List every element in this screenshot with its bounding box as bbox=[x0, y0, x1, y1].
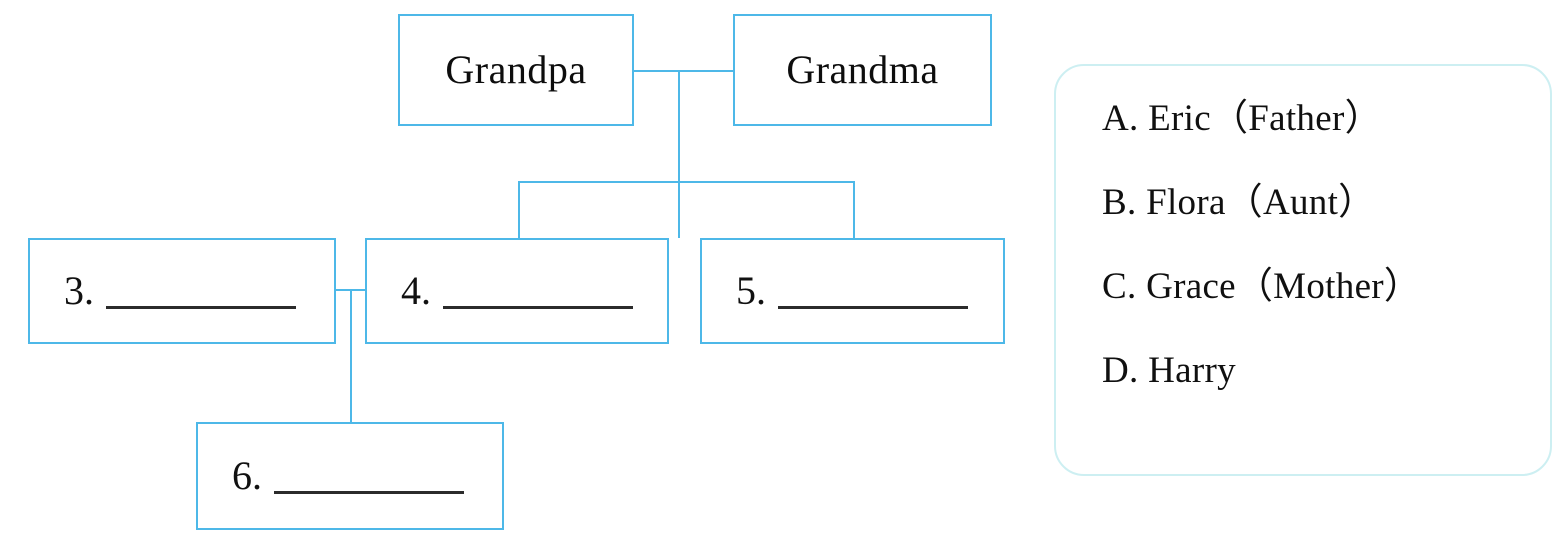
option-item-d[interactable]: D. Harry bbox=[1102, 350, 1236, 391]
answer-options-panel: A. Eric（Father） B. Flora（Aunt） C. Grace（… bbox=[1054, 64, 1552, 476]
node-grandma-label: Grandma bbox=[786, 47, 939, 92]
node-grandpa-label: Grandpa bbox=[445, 47, 587, 92]
node-child-middle[interactable]: 4. bbox=[365, 238, 669, 344]
connector-grandparents-drop bbox=[678, 70, 680, 182]
connector-sibling-bar bbox=[518, 181, 855, 183]
node-child-right-blank[interactable] bbox=[778, 306, 968, 309]
connector-grandparents-marriage bbox=[634, 70, 733, 72]
node-child-middle-content: 4. bbox=[367, 271, 667, 311]
connector-stub-child-middle bbox=[678, 181, 680, 238]
node-grandchild-content: 6. bbox=[198, 456, 502, 496]
connector-stub-child-middle-left bbox=[518, 181, 520, 238]
node-child-middle-blank[interactable] bbox=[443, 306, 633, 309]
node-child-left[interactable]: 3. bbox=[28, 238, 336, 344]
option-item-b[interactable]: B. Flora（Aunt） bbox=[1102, 182, 1376, 223]
node-grandchild-blank[interactable] bbox=[274, 491, 464, 494]
node-child-left-number: 3. bbox=[64, 268, 94, 313]
node-grandchild-number: 6. bbox=[232, 453, 262, 498]
node-grandchild[interactable]: 6. bbox=[196, 422, 504, 530]
connector-parents-drop bbox=[350, 289, 352, 422]
node-child-left-content: 3. bbox=[30, 271, 334, 311]
node-child-middle-number: 4. bbox=[401, 268, 431, 313]
node-child-left-blank[interactable] bbox=[106, 306, 296, 309]
node-child-right-number: 5. bbox=[736, 268, 766, 313]
option-item-c[interactable]: C. Grace（Mother） bbox=[1102, 266, 1422, 307]
node-child-right-content: 5. bbox=[702, 271, 1003, 311]
node-grandpa[interactable]: Grandpa bbox=[398, 14, 634, 126]
connector-stub-child-right bbox=[853, 181, 855, 238]
option-item-a[interactable]: A. Eric（Father） bbox=[1102, 98, 1382, 139]
node-grandma[interactable]: Grandma bbox=[733, 14, 992, 126]
node-child-right[interactable]: 5. bbox=[700, 238, 1005, 344]
